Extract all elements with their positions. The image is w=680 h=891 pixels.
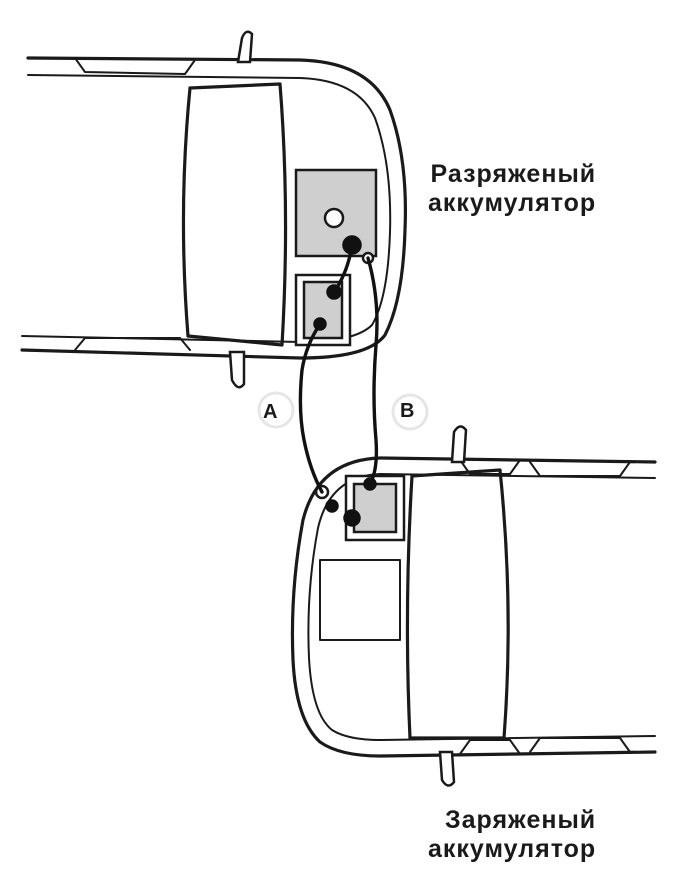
label-charged-line2: аккумулятор [428, 835, 597, 863]
cable-b-lead [332, 243, 354, 294]
cable-b [366, 256, 379, 486]
car-discharged-engine-ring [323, 207, 345, 229]
label-discharged-line2: аккумулятор [428, 189, 597, 217]
cable-a [298, 322, 324, 494]
label-charged-battery: Заряженый аккумулятор [428, 806, 596, 864]
car-charged-side-upper [459, 459, 521, 475]
car-charged-clamp-extra [325, 499, 339, 513]
cable-a-marker-ring [257, 391, 295, 429]
car-charged-mirror-top [450, 425, 468, 464]
car-discharged-mirror-top [236, 30, 254, 64]
cable-b-marker-ring [391, 393, 429, 431]
car-discharged-hood-line [186, 82, 288, 347]
label-charged-line1: Заряженый [444, 806, 597, 834]
label-discharged-line1: Разряженый [430, 160, 597, 188]
car-discharged-side-upper [74, 57, 196, 75]
car-charged-body-inner [307, 473, 656, 741]
car-charged-front-panel [319, 559, 401, 641]
car-charged-battery-cell [352, 482, 398, 534]
car-charged-side-lower [459, 739, 521, 755]
car-discharged-body [20, 56, 408, 360]
car-charged [290, 425, 657, 787]
jumper-cables [257, 243, 429, 494]
car-charged-hood-line [405, 474, 414, 740]
car-discharged [20, 30, 408, 389]
cable-label-a: A [263, 401, 278, 423]
label-discharged-battery: Разряженый аккумулятор [428, 160, 596, 218]
cable-label-b: B [400, 400, 415, 422]
car-discharged-body-inner [21, 74, 392, 343]
car-charged-body [290, 456, 657, 758]
car-charged-windshield [408, 468, 510, 740]
car-discharged-windshield [181, 86, 192, 338]
car-charged-terminal-negative [343, 509, 361, 527]
car-discharged-side-lower [74, 337, 191, 351]
car-charged-mirror-bottom [438, 750, 456, 787]
car-charged-side-lower-2 [529, 737, 631, 753]
car-discharged-mirror-bottom [228, 350, 246, 389]
car-charged-side-upper-2 [529, 461, 631, 477]
